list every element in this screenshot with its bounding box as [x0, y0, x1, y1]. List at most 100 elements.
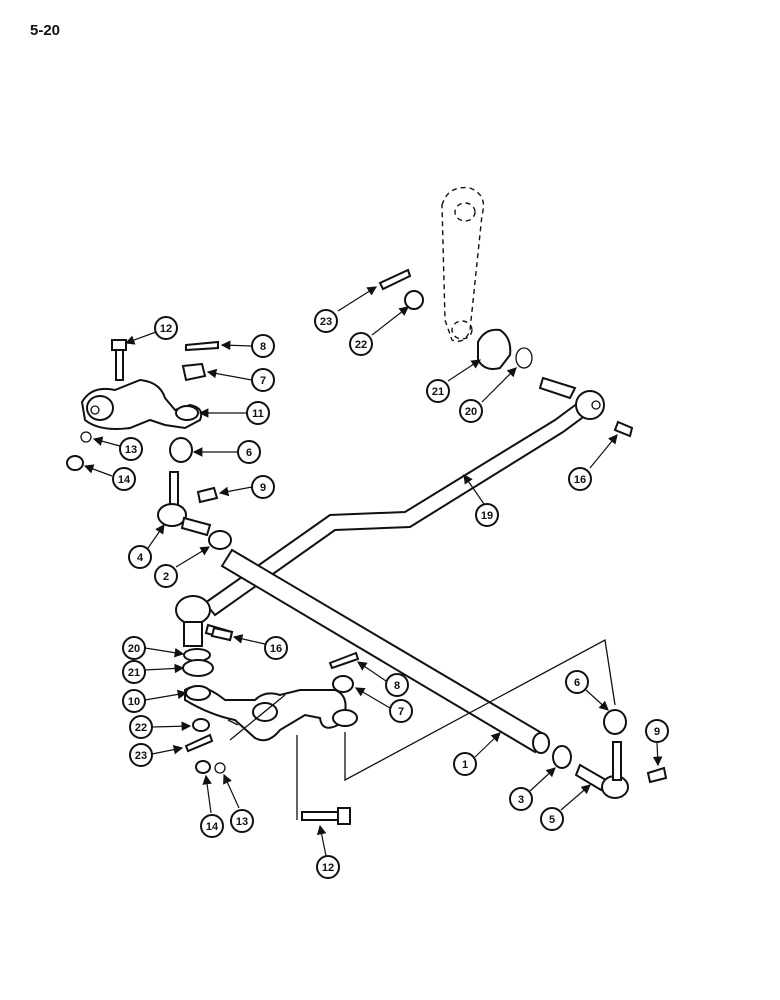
grease-fitting-16-top [613, 420, 634, 438]
callout-22-top: 22 [349, 332, 373, 356]
bushing-6-right [603, 709, 627, 735]
svg-text:21: 21 [128, 667, 140, 679]
callout-21-left: 21 [122, 660, 146, 684]
bushing-6-top [169, 437, 193, 463]
nut-14-bottom [195, 760, 211, 774]
callout-1: 1 [453, 752, 477, 776]
callout-6-top: 6 [237, 440, 261, 464]
nut-14-top [66, 455, 84, 471]
cotter-pin-23-top [378, 268, 412, 291]
svg-text:22: 22 [135, 722, 147, 734]
callout-22-left: 22 [129, 715, 153, 739]
svg-text:23: 23 [135, 750, 147, 762]
svg-text:11: 11 [252, 408, 264, 420]
svg-text:2: 2 [163, 571, 169, 583]
callouts: 12 8 7 11 13 6 14 9 4 2 23 22 21 20 16 1… [112, 309, 669, 879]
callout-20-left: 20 [122, 636, 146, 660]
page-number: 5-20 [30, 22, 61, 39]
nut-2 [208, 530, 232, 550]
svg-text:20: 20 [465, 406, 477, 418]
svg-text:22: 22 [355, 339, 367, 351]
callout-13-bottom: 13 [230, 809, 254, 833]
ring-20-top [515, 347, 533, 369]
nut-3 [552, 745, 572, 769]
callout-12-bottom: 12 [316, 855, 340, 879]
callout-23-top: 23 [314, 309, 338, 333]
svg-text:6: 6 [246, 447, 252, 459]
grease-fitting-9-top [196, 486, 219, 504]
callout-10: 10 [122, 689, 146, 713]
svg-text:21: 21 [432, 386, 444, 398]
callout-3: 3 [509, 787, 533, 811]
castle-nut-22-left [192, 718, 210, 732]
callout-14-bottom: 14 [200, 814, 224, 838]
svg-text:5: 5 [549, 814, 555, 826]
lower-steering-arm-10 [184, 685, 358, 742]
tie-rod-end-5 [574, 741, 629, 799]
svg-text:23: 23 [320, 316, 332, 328]
callout-2: 2 [154, 564, 178, 588]
svg-text:8: 8 [260, 341, 266, 353]
callout-7-top: 7 [251, 368, 275, 392]
callout-4: 4 [128, 545, 152, 569]
upper-steering-arm-11 [80, 378, 203, 430]
svg-text:4: 4 [137, 552, 144, 564]
svg-text:19: 19 [481, 510, 493, 522]
callout-16-top: 16 [568, 467, 592, 491]
svg-text:9: 9 [654, 726, 660, 738]
cotter-pin-8-mid [328, 651, 360, 670]
callout-8-mid: 8 [385, 673, 409, 697]
bolt-12-bottom [301, 807, 351, 825]
callout-23-left: 23 [129, 743, 153, 767]
cotter-pin-8-top [185, 340, 219, 352]
callout-5: 5 [540, 807, 564, 831]
callout-16-mid: 16 [264, 636, 288, 660]
svg-text:13: 13 [236, 816, 248, 828]
callout-20-top: 20 [459, 399, 483, 423]
bolt-12-top [111, 339, 127, 381]
grease-fitting-9-right [646, 766, 668, 784]
callout-9-right: 9 [645, 719, 669, 743]
callout-13-top: 13 [119, 437, 143, 461]
svg-text:1: 1 [462, 759, 468, 771]
callout-9-top: 9 [251, 475, 275, 499]
svg-text:14: 14 [118, 474, 131, 486]
svg-text:16: 16 [270, 643, 282, 655]
svg-text:12: 12 [160, 323, 172, 335]
svg-text:16: 16 [574, 474, 586, 486]
callout-6-right: 6 [565, 670, 589, 694]
svg-text:10: 10 [128, 696, 140, 708]
leader-lines [83, 286, 663, 857]
callout-19: 19 [475, 503, 499, 527]
svg-text:7: 7 [260, 375, 266, 387]
castle-nut-7-mid [332, 675, 354, 693]
svg-text:13: 13 [125, 444, 137, 456]
svg-text:6: 6 [574, 677, 580, 689]
callout-11: 11 [246, 401, 270, 425]
svg-text:12: 12 [322, 862, 334, 874]
drag-link-19 [203, 376, 605, 617]
callout-7-mid: 7 [389, 699, 413, 723]
grease-fitting-16-mid [210, 626, 234, 642]
castle-nut-7-top [181, 362, 207, 382]
svg-text:8: 8 [394, 680, 400, 692]
cross-tube-1 [220, 548, 550, 754]
callout-8-top: 8 [251, 334, 275, 358]
callout-21-top: 21 [426, 379, 450, 403]
cotter-pin-23-left [184, 733, 214, 753]
callout-12-top: 12 [154, 316, 178, 340]
ring-13-top [80, 431, 92, 443]
svg-text:7: 7 [398, 706, 404, 718]
castle-nut-22-top [404, 290, 424, 310]
callout-14-top: 14 [112, 467, 136, 491]
svg-text:20: 20 [128, 643, 140, 655]
pitman-arm [441, 186, 485, 342]
tie-rod-end-4 [157, 471, 212, 537]
boot-21-top [477, 328, 512, 370]
svg-text:14: 14 [206, 821, 219, 833]
svg-text:9: 9 [260, 482, 266, 494]
svg-text:3: 3 [518, 794, 524, 806]
ring-13-bottom [214, 762, 226, 774]
assembly-lines [227, 638, 616, 820]
